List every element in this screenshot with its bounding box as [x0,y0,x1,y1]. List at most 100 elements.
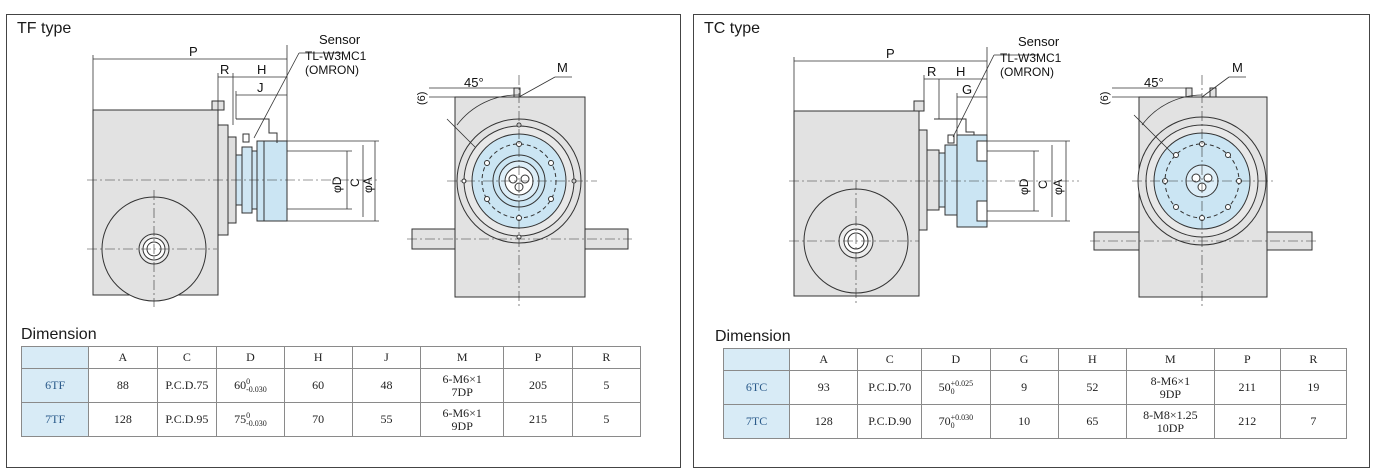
label-P: P [886,46,895,61]
model-cell: 7TF [20,402,90,437]
cell-H: 70 [283,402,353,437]
label-sensor-maker: (OMRON) [305,63,359,77]
label-J: J [257,80,264,95]
label-sensor: Sensor [1018,34,1060,49]
tf-type-panel: TF type [6,14,681,468]
cell-P: 205 [503,368,573,403]
cell-R: 5 [571,402,642,437]
cell-H: 52 [1057,370,1128,405]
tf-technical-drawing: P R H J Sensor TL-W3MC1 (OMRON) φD C φA [87,32,632,307]
col-header-blank [722,348,791,371]
model-cell: 6TC [722,370,791,405]
col-header-R: R [571,346,642,369]
label-R: R [927,64,936,79]
model-cell: 6TF [20,368,90,403]
cell-P: 215 [503,402,573,437]
label-phiA: φA [361,177,375,193]
label-phiD: φD [330,176,344,193]
label-phiA: φA [1051,179,1065,195]
col-header-H: H [1057,348,1128,371]
cell-A: 128 [88,402,158,437]
d-base: 70 [938,413,951,428]
label-R: R [220,62,229,77]
cell-P: 211 [1213,370,1281,405]
cell-R: 19 [1279,370,1348,405]
col-header-blank [20,346,90,369]
col-header-C: C [156,346,218,369]
cell-A: 128 [789,404,859,439]
cell-H: 60 [283,368,353,403]
panel-title: TF type [17,20,72,37]
col-header-J: J [351,346,422,369]
d-base: 75 [234,411,247,426]
cell-J: 55 [351,402,422,437]
col-header-H: H [283,346,353,369]
tc-technical-drawing: P R H G Sensor TL-W3MC1 (OMRON) φD C φA [789,34,1316,307]
col-header-D: D [216,346,285,369]
col-header-M: M [1126,348,1215,371]
label-angle: 45° [464,75,484,90]
col-header-R: R [1279,348,1348,371]
cell-A: 88 [88,368,158,403]
label-six: (6) [416,92,428,105]
col-header-P: P [503,346,573,369]
col-header-A: A [789,348,859,371]
label-M: M [557,60,568,75]
col-header-P: P [1213,348,1281,371]
cell-H: 65 [1057,404,1128,439]
col-header-C: C [857,348,923,371]
panel-title: TC type [704,20,761,37]
col-header-G: G [989,348,1059,371]
tc-dimension-table: A C D G H M P R 6TC 93 P.C.D.70 50+0.025… [722,348,1348,439]
cell-G: 10 [989,404,1059,439]
label-G: G [962,82,972,97]
label-M: M [1232,60,1243,75]
d-base: 50 [938,379,951,394]
col-header-D: D [921,348,991,371]
cell-G: 9 [989,370,1059,405]
cell-R: 5 [571,368,642,403]
cell-C: P.C.D.70 [857,370,923,405]
cell-R: 7 [1279,404,1348,439]
dimension-heading: Dimension [21,326,97,343]
cell-C: P.C.D.90 [857,404,923,439]
label-P: P [189,44,198,59]
label-angle: 45° [1144,75,1164,90]
d-tolerance: 0-0.030 [246,410,267,428]
label-sensor-maker: (OMRON) [1000,65,1054,79]
col-header-M: M [420,346,505,369]
d-base: 60 [234,377,247,392]
d-tolerance: 0-0.030 [246,376,267,394]
dimension-heading: Dimension [715,328,791,345]
tc-type-panel: TC type [693,14,1370,468]
cell-A: 93 [789,370,859,405]
cell-P: 212 [1213,404,1281,439]
tc-hub [944,144,958,216]
label-six: (6) [1099,92,1111,105]
cell-C: P.C.D.75 [156,368,218,403]
label-sensor: Sensor [319,32,361,47]
cell-J: 48 [351,368,422,403]
model-cell: 7TC [722,404,791,439]
label-H: H [956,64,965,79]
tf-output-flange [256,140,288,222]
label-C: C [1036,180,1050,189]
label-C: C [348,178,362,187]
label-sensor-model: TL-W3MC1 [1000,51,1062,65]
label-H: H [257,62,266,77]
col-header-A: A [88,346,158,369]
